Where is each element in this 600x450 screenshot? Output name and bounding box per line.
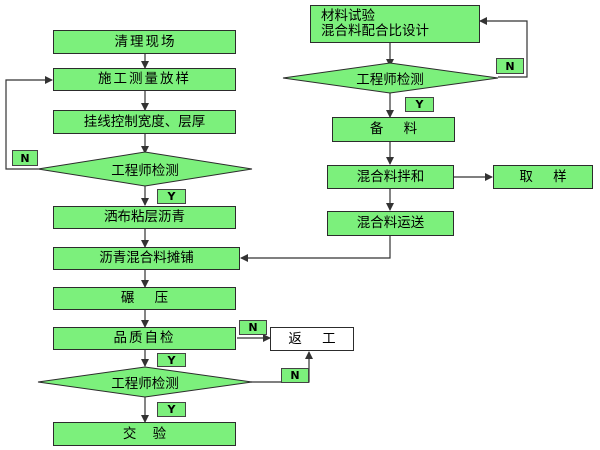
node-clear-site: 清理现场	[53, 30, 236, 54]
node-paving: 沥青混合料摊铺	[53, 247, 240, 270]
decision-label-check-right: 工程师检测	[356, 72, 424, 88]
arrow-check-no-loop	[5, 76, 53, 170]
decision-label-check-2: 工程师检测	[111, 376, 179, 392]
node-mixing: 混合料拌和	[327, 165, 454, 189]
node-material-test-line2: 混合料配合比设计	[321, 23, 429, 39]
node-self-check: 品质自检	[53, 327, 236, 350]
tag-no-right: N	[496, 58, 524, 74]
node-material-test-line1: 材料试验	[321, 8, 375, 24]
tag-yes-right: Y	[405, 97, 434, 112]
node-material-test: 材料试验 混合料配合比设计	[310, 5, 480, 43]
arrow-rcheck-no-loop	[479, 17, 528, 78]
node-prepare-material: 备 料	[332, 117, 455, 142]
node-rework: 返 工	[270, 327, 354, 351]
node-spray-tack-coat: 洒布粘层沥青	[53, 206, 236, 229]
node-sampling: 取 样	[493, 165, 593, 189]
node-handover: 交 验	[53, 422, 236, 446]
tag-yes-selfcheck: Y	[157, 353, 186, 367]
tag-yes-check1: Y	[157, 189, 186, 204]
node-compaction: 碾 压	[53, 287, 236, 310]
tag-yes-check2: Y	[157, 402, 186, 417]
decision-engineer-check-right	[282, 62, 499, 94]
node-survey-layout: 施工测量放样	[53, 68, 236, 91]
tag-no-check1: N	[12, 150, 38, 166]
decision-engineer-check-2	[37, 366, 253, 398]
tag-no-check2: N	[281, 368, 309, 383]
decision-label-check-1: 工程师检测	[111, 163, 179, 179]
node-transport: 混合料运送	[327, 211, 454, 236]
arrow-check2-to-rework	[251, 351, 313, 383]
arrow-transport-to-paving	[240, 236, 391, 262]
tag-no-selfcheck: N	[239, 320, 267, 335]
node-control-width-layer: 挂线控制宽度、层厚	[53, 110, 236, 134]
decision-engineer-check-1	[37, 151, 253, 187]
